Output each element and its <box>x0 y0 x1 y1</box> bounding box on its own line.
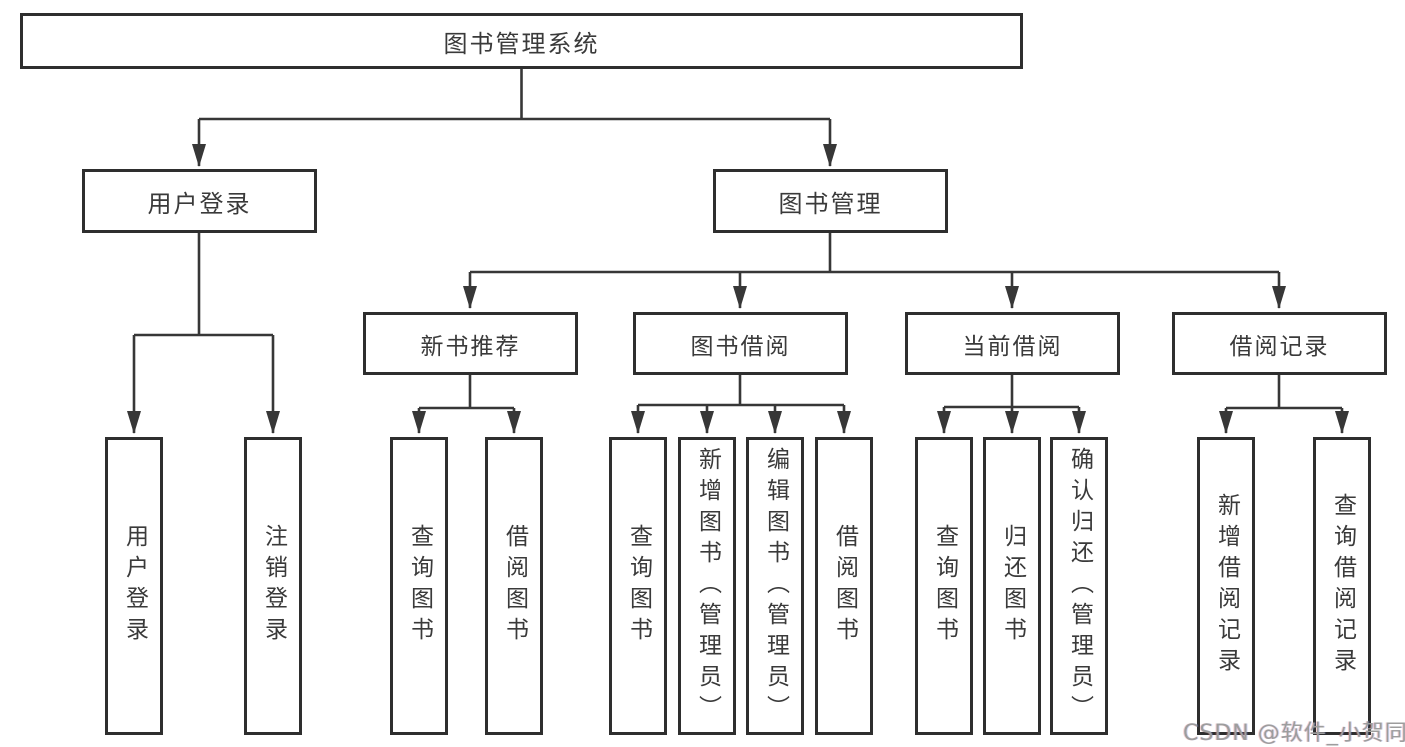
leaf-add-borrow-record: 新增借阅记录 <box>1197 437 1255 735</box>
node-new-book-recommend: 新书推荐 <box>363 312 578 375</box>
csdn-watermark: CSDN @软件_小贺同学 <box>1183 721 1405 746</box>
leaf-query-book-1: 查询图书 <box>390 437 448 735</box>
node-book-management-branch: 图书管理 <box>713 169 948 233</box>
leaf-query-book-3: 查询图书 <box>915 437 973 735</box>
leaf-logout: 注销登录 <box>244 437 302 735</box>
node-user-login-branch: 用户登录 <box>82 169 317 233</box>
node-current-borrow: 当前借阅 <box>905 312 1120 375</box>
leaf-user-login: 用户登录 <box>105 437 163 735</box>
node-book-borrow: 图书借阅 <box>633 312 848 375</box>
leaf-query-book-2: 查询图书 <box>609 437 667 735</box>
leaf-borrow-book-2: 借阅图书 <box>815 437 873 735</box>
leaf-borrow-book-1: 借阅图书 <box>485 437 543 735</box>
leaf-add-book-admin: 新增图书（管理员） <box>678 437 736 735</box>
leaf-query-borrow-record: 查询借阅记录 <box>1313 437 1371 735</box>
leaf-return-book: 归还图书 <box>983 437 1041 735</box>
node-root-system: 图书管理系统 <box>20 13 1023 69</box>
leaf-confirm-return-admin: 确认归还（管理员） <box>1050 437 1108 735</box>
node-borrow-record: 借阅记录 <box>1172 312 1387 375</box>
leaf-edit-book-admin: 编辑图书（管理员） <box>746 437 804 735</box>
